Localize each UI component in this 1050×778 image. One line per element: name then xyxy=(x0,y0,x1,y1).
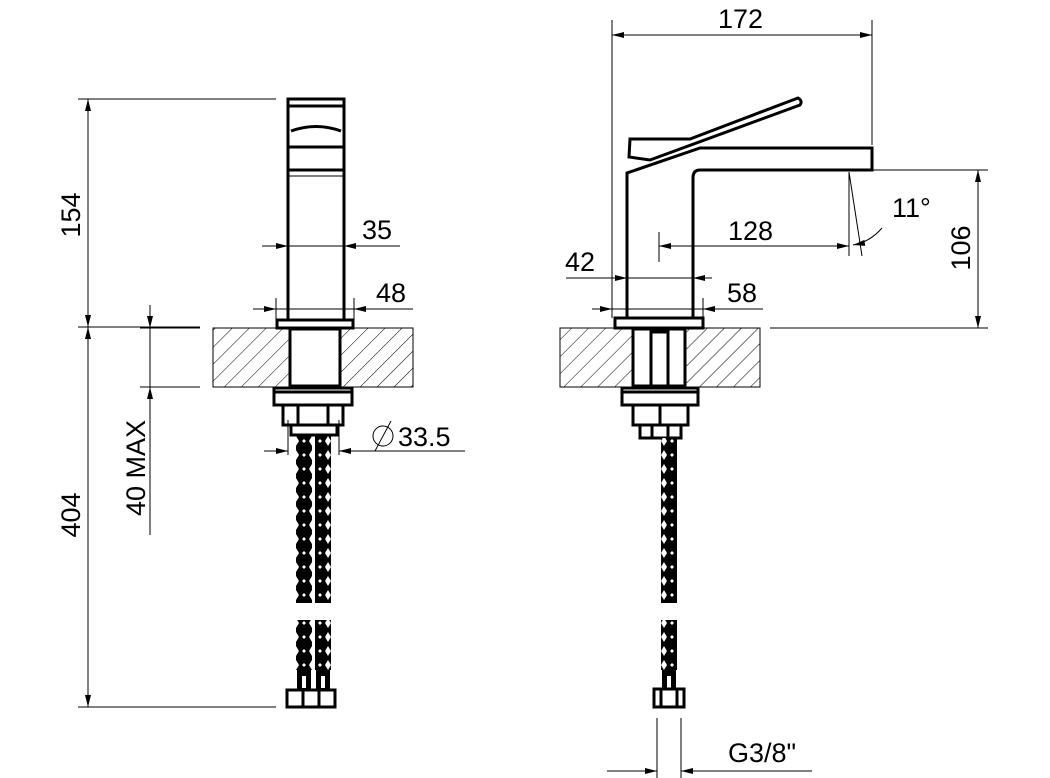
dim-128: 128 xyxy=(728,216,773,246)
base-plate xyxy=(613,316,705,330)
dim-g3-8: G3/8" xyxy=(728,738,796,768)
dim-58: 58 xyxy=(727,278,757,308)
flexible-hose xyxy=(315,435,331,603)
dim-154: 154 xyxy=(56,192,86,237)
dim-106: 106 xyxy=(946,225,976,270)
faucet-body xyxy=(625,146,874,318)
lever-handle xyxy=(627,96,803,162)
dim-172: 172 xyxy=(718,4,763,34)
diameter-icon xyxy=(372,425,394,447)
front-view: 154 404 40 MAX 35 48 33.5 xyxy=(56,97,465,709)
hose-nut xyxy=(652,687,686,709)
flexible-hose xyxy=(661,438,677,603)
base-plate xyxy=(275,318,355,330)
dim-48: 48 xyxy=(376,278,406,308)
shank xyxy=(631,327,687,388)
dim-42: 42 xyxy=(565,247,595,277)
dim-35: 35 xyxy=(362,215,392,245)
shank xyxy=(288,327,342,388)
dim-40-max: 40 MAX xyxy=(121,420,151,516)
dim-33-5: 33.5 xyxy=(398,422,451,452)
hose-nut xyxy=(285,688,337,709)
faucet-body xyxy=(286,97,346,322)
dim-11-deg: 11° xyxy=(892,193,931,223)
flexible-hose xyxy=(296,435,312,603)
dim-404: 404 xyxy=(56,492,86,537)
side-view: 172 128 11° 106 42 58 G3/8" xyxy=(559,4,988,778)
